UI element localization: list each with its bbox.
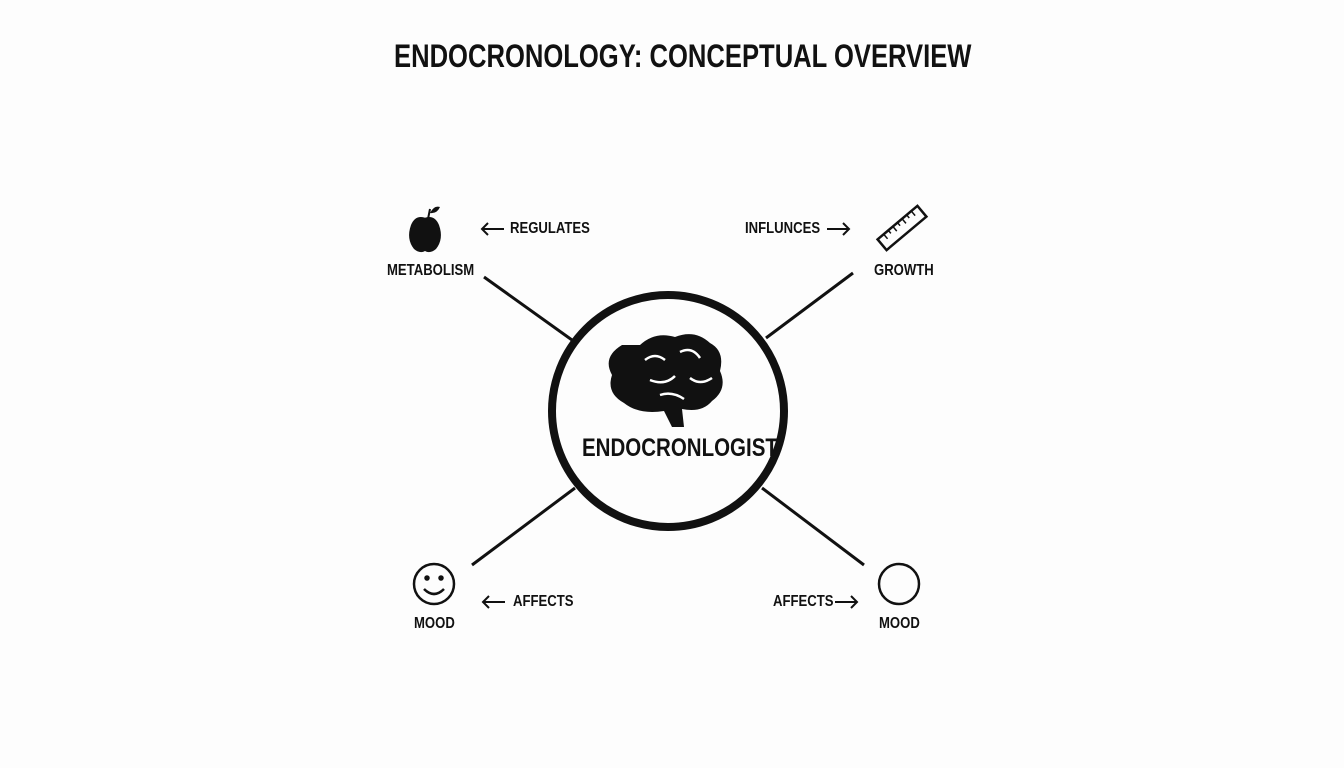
page-title: ENDOCRONOLOGY: CONCEPTUAL OVERVIEW — [394, 38, 972, 74]
connector-metabolism — [483, 275, 573, 342]
center-circle — [548, 291, 788, 531]
relation-label-regulates: REGULATES — [510, 220, 590, 237]
node-label-growth: GROWTH — [874, 262, 934, 279]
relation-label-affects-left: AFFECTS — [513, 593, 574, 610]
arrow-left-icon — [481, 595, 505, 609]
connector-mood-right — [761, 486, 865, 567]
center-label: ENDOCRONLOGIST — [582, 434, 778, 462]
node-label-mood-right: MOOD — [879, 615, 920, 632]
ruler-icon — [875, 204, 929, 252]
arrow-right-icon — [827, 222, 851, 236]
brain-icon — [608, 334, 723, 427]
circle-icon — [877, 562, 921, 606]
connector-growth — [765, 271, 854, 340]
connector-mood-left — [471, 486, 576, 567]
apple-icon — [409, 206, 441, 253]
smiley-icon — [412, 562, 456, 606]
node-label-metabolism: METABOLISM — [387, 262, 475, 279]
relation-label-influences: INFLUNCES — [745, 220, 821, 237]
relation-label-affects-right: AFFECTS — [773, 593, 834, 610]
arrow-left-icon — [480, 222, 504, 236]
arrow-right-icon — [835, 595, 859, 609]
node-label-mood-left: MOOD — [414, 615, 455, 632]
